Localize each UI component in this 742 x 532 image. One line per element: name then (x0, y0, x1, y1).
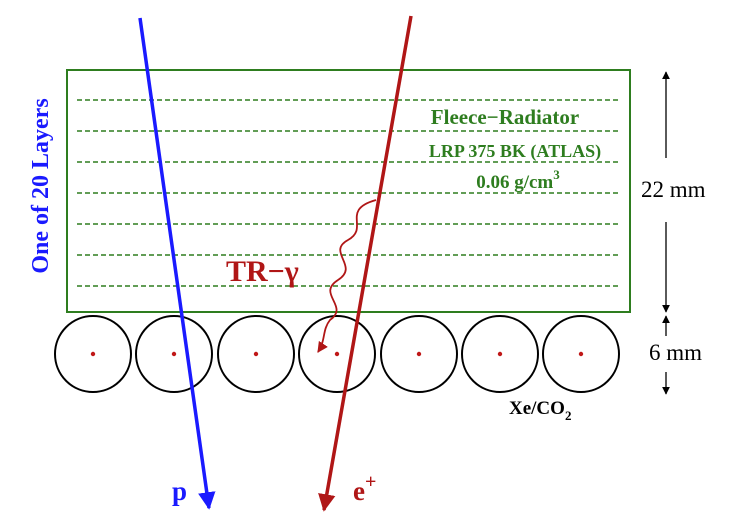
positron-charge: + (365, 471, 376, 493)
anode-wire (171, 351, 177, 357)
tr-photon-label: TR−γ (226, 255, 299, 288)
anode-wire (578, 351, 584, 357)
tr-photon-wave (317, 199, 377, 353)
anode-wire (90, 351, 96, 357)
straw-diameter-label: 6 mm (649, 340, 702, 365)
positron-track (318, 15, 413, 512)
anode-wire (334, 351, 340, 357)
proton-label: p (172, 476, 187, 506)
positron-label: e+ (353, 471, 376, 506)
radiator-box (66, 69, 631, 313)
anode-wire (253, 351, 259, 357)
gas-label-subscript: 2 (565, 408, 572, 423)
radiator-model: LRP 375 BK (ATLAS) (429, 141, 601, 162)
radiator-title: Fleece−Radiator (431, 105, 579, 129)
gas-label-main: Xe/CO (509, 398, 565, 419)
gas-label: Xe/CO2 (509, 398, 571, 423)
anode-wire (416, 351, 422, 357)
side-label: One of 20 Layers (28, 98, 54, 273)
anode-wire (497, 351, 503, 357)
proton-track (138, 17, 216, 510)
radiator-density: 0.06 g/cm3 (476, 167, 560, 193)
anode-wires (90, 351, 584, 357)
radiator-thickness-label: 22 mm (641, 177, 706, 202)
density-exponent: 3 (553, 167, 560, 182)
density-value: 0.06 g/cm (476, 172, 553, 193)
positron-symbol: e (353, 476, 365, 506)
